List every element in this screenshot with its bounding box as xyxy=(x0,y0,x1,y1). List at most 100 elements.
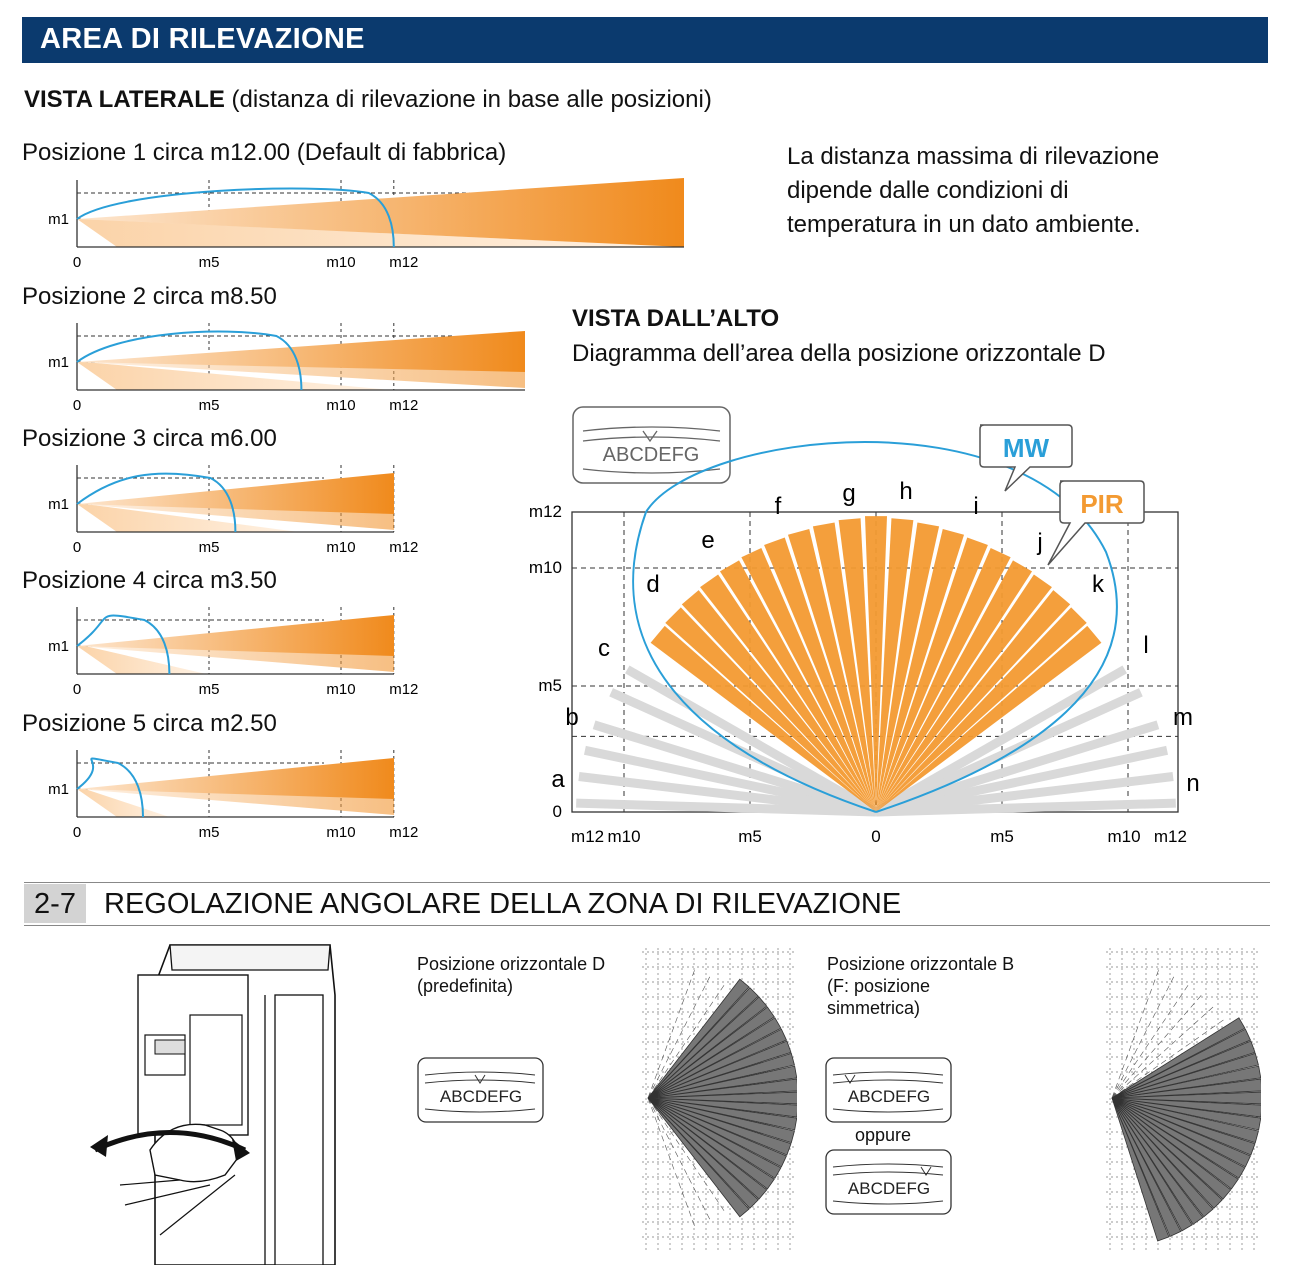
panel-beam xyxy=(1111,1097,1204,1225)
top-x-tick: m5 xyxy=(990,827,1014,846)
panel-beam xyxy=(647,996,768,1099)
top-pir-beam xyxy=(876,548,1011,812)
selector-small-d: ABCDEFG xyxy=(417,1057,544,1123)
top-pir-beam xyxy=(876,518,914,812)
side-mw-lobe xyxy=(76,472,237,533)
panel-dash-ray xyxy=(647,1097,712,1223)
side-y-label: m1 xyxy=(48,496,69,513)
side-view-title-rest: (distanza di rilevazione in base alle po… xyxy=(224,86,712,113)
top-pir-beam xyxy=(681,590,876,812)
pir-callout-box xyxy=(1047,480,1145,566)
side-y-label: m1 xyxy=(48,638,69,655)
side-x-tick: 0 xyxy=(73,539,81,556)
zone-letter-l: l xyxy=(1143,632,1148,659)
side-x-tick: m5 xyxy=(199,254,220,271)
side-x-tick: m10 xyxy=(326,254,355,271)
side-lower-beam xyxy=(77,504,299,532)
header-banner: AREA DI RILEVAZIONE xyxy=(22,17,1268,63)
top-x-tick: m10 xyxy=(607,827,640,846)
side-mid-beam xyxy=(77,646,394,672)
side-mw-lobe xyxy=(76,614,171,675)
zone-letter-d: d xyxy=(646,571,659,598)
side-x-tick: m10 xyxy=(326,397,355,414)
zone-letter-b: b xyxy=(565,704,578,731)
position-3-label: Posizione 3 circa m6.00 xyxy=(22,425,277,452)
panel-beam xyxy=(647,1097,788,1168)
top-pir-beam xyxy=(764,537,876,812)
section-2-7-header: 2-7 REGOLAZIONE ANGOLARE DELLA ZONA DI R… xyxy=(24,882,1270,926)
device-illustration xyxy=(90,944,336,1265)
panel-beam xyxy=(1111,1097,1252,1168)
top-x-tick: m10 xyxy=(1107,827,1140,846)
position-1-label: Posizione 1 circa m12.00 (Default di fab… xyxy=(22,139,507,166)
panel-beam xyxy=(647,1097,782,1179)
top-pir-beam xyxy=(876,560,1033,812)
side-x-tick: m12 xyxy=(389,681,418,698)
top-pir-beam xyxy=(876,529,965,812)
panel-beam xyxy=(1111,1097,1246,1179)
side-x-tick: m5 xyxy=(199,539,220,556)
zone-letter-n: n xyxy=(1186,770,1199,797)
side-x-tick: m5 xyxy=(199,397,220,414)
side-x-tick: m5 xyxy=(199,824,220,841)
pos-d-line1: Posizione orizzontale D xyxy=(417,954,606,974)
panel-beam xyxy=(647,1097,797,1118)
panel-beam xyxy=(647,1097,750,1218)
selector-small-b-letters: ABCDEFG xyxy=(848,1087,930,1106)
top-pir-beam xyxy=(812,522,876,812)
top-x-tick: 0 xyxy=(871,827,880,846)
pos-d-label: Posizione orizzontale D (predefinita) xyxy=(417,953,605,997)
oppure-label: oppure xyxy=(855,1125,912,1145)
panel-beam xyxy=(1111,1040,1256,1099)
side-mid-beam xyxy=(77,789,394,815)
pos-b-line3: simmetrica) xyxy=(827,998,920,1018)
side-x-tick: m12 xyxy=(389,397,418,414)
side-x-tick: 0 xyxy=(73,681,81,698)
top-inactive-beam xyxy=(874,688,1143,817)
position-5-label: Posizione 5 circa m2.50 xyxy=(22,710,277,737)
zone-letter-m: m xyxy=(1173,704,1193,731)
side-mw-lobe xyxy=(76,187,395,248)
detection-note: La distanza massima di rilevazione dipen… xyxy=(787,143,1160,238)
top-inactive-beam xyxy=(875,745,1169,817)
side-lower-beam xyxy=(77,362,392,390)
top-pir-beam xyxy=(650,625,876,812)
side-x-tick: m5 xyxy=(199,681,220,698)
panel-dash-ray xyxy=(1111,973,1176,1099)
panel-beam xyxy=(647,1097,775,1190)
selector-small-f-letters: ABCDEFG xyxy=(848,1179,930,1198)
side-mid-beam xyxy=(77,219,684,245)
top-view-subtitle: Diagramma dell’area della posizione oriz… xyxy=(572,340,1106,367)
mw-callout: MW xyxy=(979,424,1073,492)
top-y-tick: 0 xyxy=(553,802,562,821)
selector-box-d: ABCDEFG xyxy=(572,406,731,484)
zone-letter-f: f xyxy=(775,493,782,520)
pir-label: PIR xyxy=(1080,489,1124,519)
side-mid-beam xyxy=(77,504,394,530)
side-view-title-bold: VISTA LATERALE xyxy=(24,86,225,113)
beam-pattern-b xyxy=(1106,948,1261,1250)
panel-beam xyxy=(1111,1097,1261,1118)
side-x-tick: 0 xyxy=(73,824,81,841)
side-lower-beam xyxy=(77,789,170,817)
pos-d-line2: (predefinita) xyxy=(417,976,514,996)
side-x-tick: m12 xyxy=(389,254,418,271)
panel-dash-ray xyxy=(647,973,712,1099)
selector-small-d-letters: ABCDEFG xyxy=(440,1087,522,1106)
side-x-tick: m10 xyxy=(326,824,355,841)
panel-beam xyxy=(647,987,759,1099)
top-inactive-beam xyxy=(583,745,877,817)
zone-letter-c: c xyxy=(598,635,610,662)
top-inactive-beam xyxy=(592,720,878,817)
top-inactive-beam xyxy=(874,720,1160,817)
side-view-title: VISTA LATERALE (distanza di rilevazione … xyxy=(24,86,712,114)
top-pir-beam xyxy=(741,548,876,812)
side-main-beam xyxy=(77,758,394,799)
top-view-title: VISTA DALL’ALTO xyxy=(572,305,780,332)
panel-beam xyxy=(647,1006,775,1099)
panel-beam xyxy=(1111,1097,1239,1190)
